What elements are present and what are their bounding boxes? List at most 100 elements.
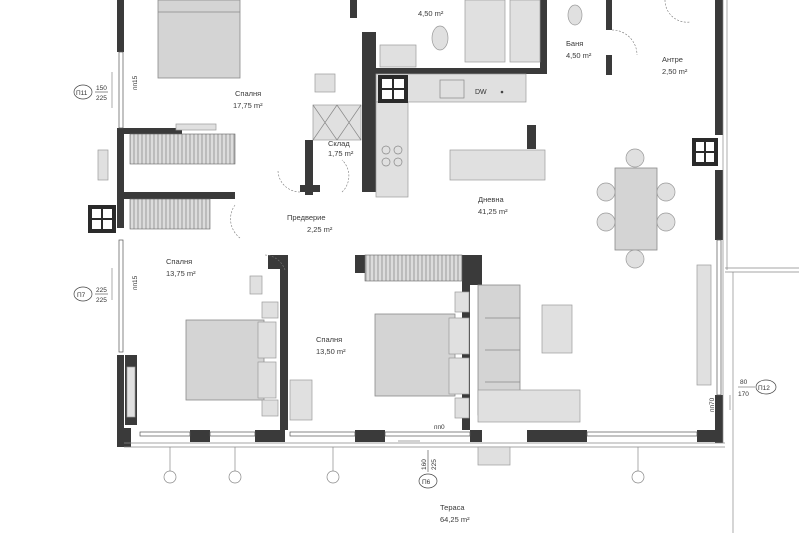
nightstand: [261, 399, 279, 417]
wall-segment: [300, 185, 320, 192]
bed: [157, 0, 241, 79]
dishwasher-label: DW: [475, 89, 487, 96]
nightstand: [261, 301, 279, 319]
nightstand: [454, 397, 470, 419]
bed: [185, 319, 265, 401]
dining-table: [614, 167, 658, 251]
room-area: 4,50 m²: [566, 51, 592, 60]
shaft: [692, 138, 718, 166]
bed: [374, 313, 456, 397]
window-glass: [716, 239, 722, 396]
bed-top: [157, 0, 241, 79]
wall-segment: [355, 430, 385, 442]
wardrobe: [129, 133, 236, 165]
window-glass: [139, 431, 191, 437]
window-glass: [209, 431, 256, 437]
room-name: Спалня: [235, 89, 261, 98]
wall-segment: [470, 255, 482, 285]
window-glass: [586, 431, 698, 437]
room-area: 4,50 m²: [418, 9, 444, 18]
room-labels: Спалня 17,75 m² Спалня 13,75 m² Спалня 1…: [166, 9, 688, 524]
wall-segment: [117, 128, 124, 228]
wall-segment: [350, 0, 357, 18]
toilet: [567, 4, 583, 26]
pillow: [257, 361, 277, 399]
door-swings: [230, 0, 691, 271]
room-name: Предверие: [287, 213, 326, 222]
window-height: 225: [96, 95, 107, 102]
wardrobe: [364, 254, 463, 282]
terrace-columns: [163, 447, 645, 484]
column-marker: [326, 470, 340, 484]
wall-segment: [117, 428, 131, 447]
wall-segment: [715, 395, 723, 443]
bed-mid: [289, 291, 470, 421]
shower: [509, 0, 541, 63]
window-sill: пп0: [434, 424, 445, 431]
window-sill: пп70: [709, 397, 716, 412]
exterior-outline: [124, 0, 799, 533]
counter: [375, 101, 409, 198]
radiator: [126, 366, 136, 418]
wall-segment: [715, 170, 723, 240]
wall-segment: [280, 255, 288, 430]
wall-segment: [527, 125, 536, 149]
chair: [656, 212, 676, 232]
chair: [656, 182, 676, 202]
wall-segment: [255, 430, 285, 442]
chair: [625, 148, 645, 168]
column-marker: [163, 470, 177, 484]
chair: [625, 249, 645, 269]
column-marker: [631, 470, 645, 484]
window-tag-p12: П12 80 170 пп70: [709, 379, 777, 412]
window-tag-p6: П6 160 225 пп0: [418, 424, 445, 489]
room-area: 1,75 m²: [328, 149, 354, 158]
shafts: [88, 75, 718, 233]
kitchen-island: [449, 149, 546, 181]
toilet: [431, 25, 449, 51]
window-width: 225: [96, 287, 107, 294]
room-name: Баня: [566, 39, 583, 48]
room-name: Антре: [662, 55, 683, 64]
wall-segment: [527, 430, 587, 442]
wall-segment: [362, 32, 376, 192]
sofa: [477, 284, 581, 423]
wall-segment: [305, 140, 313, 195]
window-height: 225: [431, 459, 438, 470]
window-tag-p7: П7 225 225 пп15: [73, 275, 139, 304]
room-area: 13,50 m²: [316, 347, 346, 356]
wardrobes: [129, 133, 463, 282]
outdoor-unit: [477, 446, 511, 466]
sink: [439, 79, 465, 99]
window-tag: П7: [77, 292, 86, 299]
pillow: [448, 357, 470, 395]
window-glass: [118, 239, 124, 353]
chair: [314, 73, 336, 93]
washbasin: [379, 44, 417, 68]
room-area: 2,25 m²: [307, 225, 333, 234]
room-area: 64,25 m²: [440, 515, 470, 524]
chair: [596, 182, 616, 202]
desk: [289, 379, 313, 421]
shelf: [175, 123, 217, 131]
window-width: 150: [96, 85, 107, 92]
wall-segment: [120, 128, 182, 134]
radiator: [696, 264, 712, 386]
storage-shelves: [312, 73, 362, 141]
window-tag-p11: П11 150 225 пп15: [73, 75, 139, 102]
pillow: [448, 317, 470, 355]
nightstand: [454, 291, 470, 313]
dining-set: [596, 148, 676, 269]
room-name: Спалня: [166, 257, 192, 266]
wall-segment: [355, 255, 365, 273]
room-area: 41,25 m²: [478, 207, 508, 216]
window-width: 160: [421, 459, 428, 470]
room-name: Дневна: [478, 195, 505, 204]
window-glass: [289, 431, 356, 437]
room-area: 17,75 m²: [233, 101, 263, 110]
window-glazing: [118, 51, 722, 437]
wall-segment: [376, 68, 546, 74]
window-glass: [118, 51, 124, 129]
window-width: 80: [740, 379, 748, 386]
chair: [596, 212, 616, 232]
